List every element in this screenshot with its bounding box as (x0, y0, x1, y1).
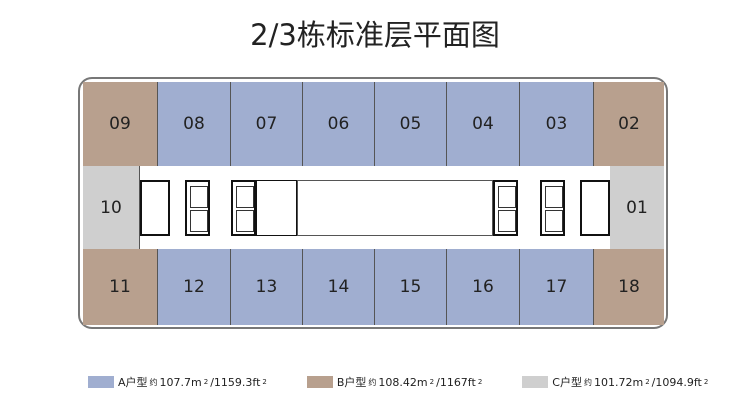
sup: 2 (203, 378, 209, 386)
legend-about: 约 (368, 377, 377, 387)
unit-06[interactable]: 06 (303, 82, 375, 166)
unit-05[interactable]: 05 (375, 82, 447, 166)
sup: 2 (645, 378, 650, 386)
elevator-left-2 (231, 180, 256, 236)
elevator-right-1 (493, 180, 518, 236)
shaft (297, 180, 493, 236)
legend-about: 约 (583, 377, 592, 387)
unit-04[interactable]: 04 (447, 82, 520, 166)
unit-02[interactable]: 02 (594, 82, 664, 166)
unit-10[interactable]: 10 (83, 166, 140, 249)
corridor (140, 168, 610, 248)
legend-area-ft: /1167ft (436, 375, 476, 389)
restroom (256, 180, 297, 236)
unit-15[interactable]: 15 (375, 249, 447, 325)
unit-07[interactable]: 07 (231, 82, 303, 166)
legend-area: 108.42m (378, 375, 428, 389)
unit-17[interactable]: 17 (520, 249, 594, 325)
legend-label: A户型 (118, 376, 148, 389)
sup: 2 (703, 378, 709, 386)
unit-09[interactable]: 09 (83, 82, 158, 166)
unit-14[interactable]: 14 (303, 249, 375, 325)
legend-label: C户型 (552, 376, 582, 389)
legend-label: B户型 (336, 376, 367, 389)
unit-01[interactable]: 01 (610, 166, 664, 249)
unit-08[interactable]: 08 (158, 82, 231, 166)
page-title: 2/3栋标准层平面图 (250, 18, 500, 52)
swatch-c (522, 376, 549, 388)
elevator-left-1 (185, 180, 210, 236)
unit-12[interactable]: 12 (158, 249, 231, 325)
swatch-b (306, 376, 333, 388)
sup: 2 (262, 378, 267, 386)
unit-11[interactable]: 11 (83, 249, 158, 325)
unit-03[interactable]: 03 (520, 82, 594, 166)
unit-13[interactable]: 13 (231, 249, 303, 325)
legend-area: 101.72m (593, 375, 644, 389)
unit-16[interactable]: 16 (447, 249, 520, 325)
swatch-a (88, 376, 114, 388)
legend-area-ft: /1094.9ft (651, 375, 702, 389)
stair-right (580, 180, 610, 236)
unit-18[interactable]: 18 (594, 249, 664, 325)
legend-about: 约 (149, 377, 158, 387)
sup: 2 (477, 378, 483, 386)
legend-area: 107.7m (159, 375, 202, 389)
sup: 2 (429, 378, 435, 386)
elevator-right-2 (540, 180, 565, 236)
legend-area-ft: /1159.3ft (210, 375, 261, 389)
stair-left (140, 180, 170, 236)
